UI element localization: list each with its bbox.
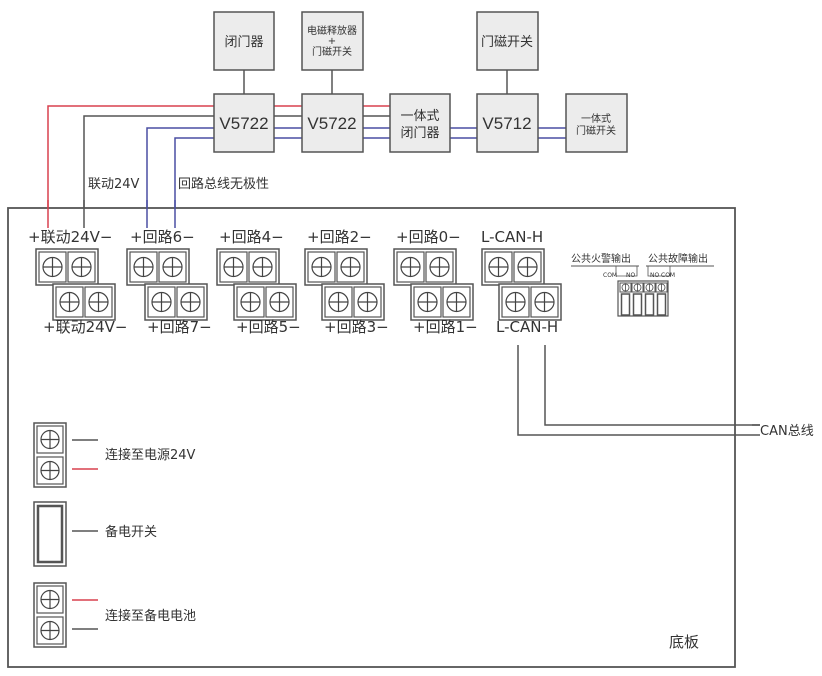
terminal-label: L-CAN-H (481, 228, 543, 246)
module-v5712: V5712 (476, 93, 539, 153)
terminal-block-top-4[interactable] (393, 248, 457, 286)
module-v5722-2: V5722 (301, 93, 364, 153)
bracket (615, 266, 638, 277)
terminal-blocks (35, 248, 562, 321)
module-label-line2: 闭门器 (400, 126, 439, 141)
integrated-door-switch: 一体式 门磁开关 (565, 93, 628, 153)
relay-pin[interactable] (655, 282, 668, 316)
wire-loop-bus-b (174, 137, 214, 228)
wire-label-linkage-24v: 联动24V (88, 177, 140, 192)
terminal-label: +回路3− (324, 318, 389, 336)
module-v5722-1: V5722 (213, 93, 275, 153)
terminal-block-top-1[interactable] (126, 248, 190, 286)
power-24v-label: 连接至电源24V (105, 447, 196, 463)
module-label: V5722 (307, 114, 356, 133)
power-24v-terminal (33, 422, 67, 488)
wire-linkage-24v-positive (47, 105, 214, 228)
terminal-labels-bottom: +联动24V− +回路7− +回路5− +回路3− +回路1− L-CAN-H (43, 318, 558, 336)
terminal-label: +回路2− (307, 228, 372, 246)
device-door-closer: 闭门器 (213, 11, 275, 71)
pin-label-no: NO (626, 272, 635, 279)
terminal-label: +回路1− (413, 318, 478, 336)
wire-can-low (517, 345, 760, 436)
terminal-block-bottom-4[interactable] (410, 283, 474, 321)
module-label-line1: 一体式 (400, 109, 439, 124)
device-label: 门磁开关 (481, 35, 533, 50)
terminal-label: +联动24V− (43, 318, 128, 336)
terminal-label: +回路5− (236, 318, 301, 336)
fire-alarm-output-label: 公共火警输出 (571, 252, 631, 265)
terminal-label: +回路6− (130, 228, 195, 246)
terminal-block-bottom-5[interactable] (498, 283, 562, 321)
terminal-block-bottom-1[interactable] (144, 283, 208, 321)
terminal-block-bottom-2[interactable] (233, 283, 297, 321)
can-bus-label: CAN总线 (760, 424, 814, 439)
terminal-labels-top: +联动24V− +回路6− +回路4− +回路2− +回路0− L-CAN-H (28, 228, 543, 246)
fault-output-label: 公共故障输出 (648, 252, 708, 265)
device-door-magnetic-switch: 门磁开关 (476, 11, 539, 71)
wire-linkage-24v-negative (83, 115, 214, 228)
backup-battery-label: 连接至备电电池 (105, 608, 196, 624)
device-label-line1: 电磁释放器 (307, 24, 357, 37)
module-label-line2: 门磁开关 (576, 124, 616, 137)
device-label: 闭门器 (224, 35, 263, 50)
terminal-block-top-5[interactable] (481, 248, 545, 286)
pin-label-com: COM (661, 272, 675, 279)
integrated-door-closer: 一体式 闭门器 (389, 93, 451, 153)
relay-outputs: 公共火警输出 公共故障输出 COM NO NO COM (571, 252, 714, 317)
terminal-block-bottom-3[interactable] (321, 283, 385, 321)
pin-label-com: COM (603, 272, 617, 279)
terminal-label: L-CAN-H (496, 318, 558, 336)
device-label-line2: + (328, 36, 336, 47)
terminal-block-top-3[interactable] (304, 248, 368, 286)
device-label-line3: 门磁开关 (312, 45, 352, 58)
backup-switch-label: 备电开关 (105, 524, 157, 540)
terminal-block-top-2[interactable] (216, 248, 280, 286)
device-em-release-door-switch: 电磁释放器 + 门磁开关 (301, 11, 364, 71)
terminal-block-top-0[interactable] (35, 248, 99, 286)
bracket (647, 266, 671, 277)
wire-can-high (544, 345, 760, 426)
module-label: V5722 (219, 114, 268, 133)
module-label: V5712 (482, 114, 531, 133)
wire-loop-bus-a (146, 127, 214, 228)
terminal-label: +回路7− (147, 318, 212, 336)
relay-pins (619, 282, 668, 316)
relay-pin[interactable] (619, 282, 632, 316)
terminal-label: +回路4− (219, 228, 284, 246)
terminal-label: +回路0− (396, 228, 461, 246)
terminal-label: +联动24V− (28, 228, 113, 246)
backup-power-switch[interactable] (33, 501, 67, 567)
terminal-block-bottom-0[interactable] (52, 283, 116, 321)
relay-pin[interactable] (643, 282, 656, 316)
board-label: 底板 (669, 633, 699, 651)
wire-label-loop-bus: 回路总线无极性 (178, 176, 269, 192)
module-label-line1: 一体式 (581, 112, 611, 125)
relay-pin[interactable] (631, 282, 644, 316)
pin-label-no: NO (650, 272, 659, 279)
backup-battery-terminal (33, 582, 67, 648)
